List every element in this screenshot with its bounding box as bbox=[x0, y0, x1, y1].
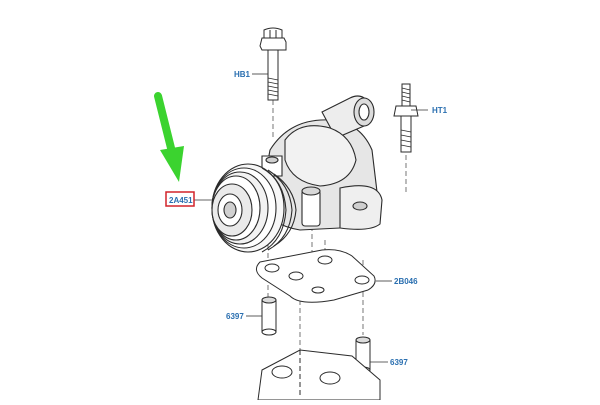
hex-flange-bolt bbox=[259, 27, 287, 101]
leader-lines bbox=[194, 73, 428, 363]
highlight-box bbox=[165, 191, 195, 207]
callout-hb1: HB1 bbox=[234, 70, 251, 79]
engine-mounting-face bbox=[257, 349, 381, 401]
water-pump-assembly bbox=[211, 95, 383, 253]
stud-bolt bbox=[393, 83, 419, 153]
gasket bbox=[256, 249, 376, 303]
callout-dowel-left: 6397 bbox=[226, 312, 244, 321]
callout-water-pump: 2A451 bbox=[169, 196, 193, 205]
green-indicator-arrow bbox=[154, 92, 184, 182]
dowel-sleeve-left bbox=[261, 296, 277, 336]
callout-gasket: 2B046 bbox=[394, 277, 418, 286]
callout-ht1: HT1 bbox=[432, 106, 448, 115]
callout-dowel-right: 6397 bbox=[390, 358, 408, 367]
